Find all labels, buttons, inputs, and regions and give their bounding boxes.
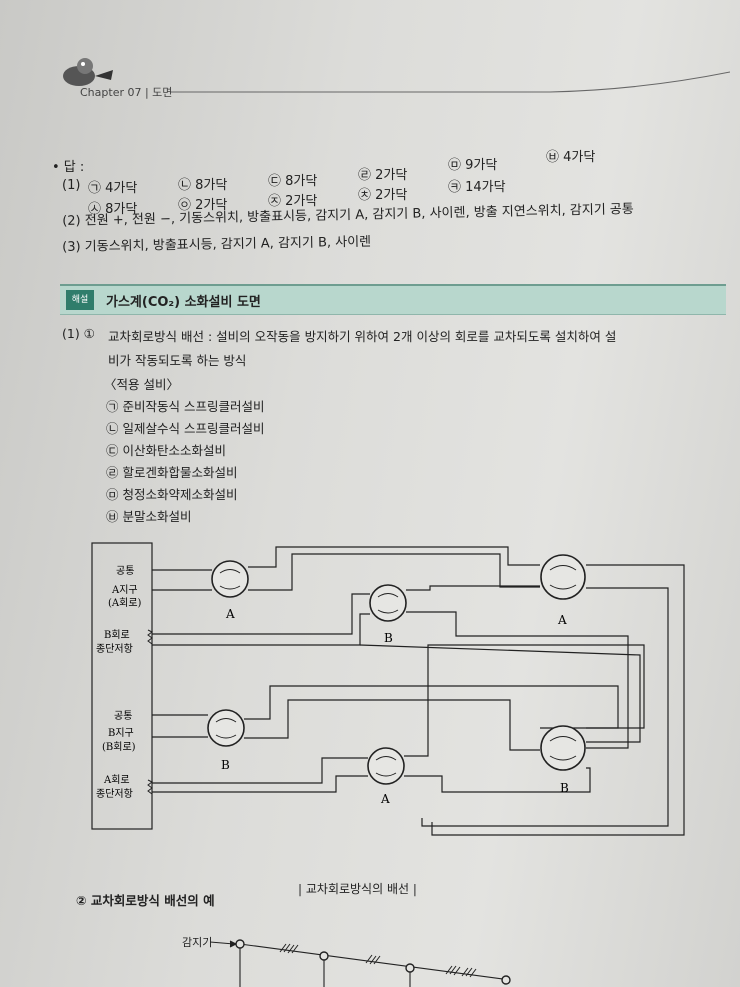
apply-item: ㉥ 분말소화설비 <box>106 509 192 524</box>
answer-item: ㉪ 14가닥 <box>448 180 506 195</box>
node-icon <box>319 951 329 961</box>
label-a-circuit-2: A회로 <box>103 774 130 786</box>
answer-item: ㉧ 2가닥 <box>178 198 228 213</box>
item1-line1: 교차회로방식 배선 : 설비의 오작동을 방지하기 위하여 2개 이상의 회로를… <box>108 329 617 344</box>
item1-prefix: (1) ① <box>62 326 95 341</box>
answer-label: • 답 : <box>52 160 85 175</box>
label-end-resistor: 종단저항 <box>96 643 133 655</box>
apply-item: ㉤ 청정소화약제소화설비 <box>106 487 238 502</box>
label-common-1: 공통 <box>116 565 134 577</box>
node-icon <box>405 963 415 973</box>
label-b-zone: B지구 <box>108 727 134 739</box>
end-resistor-icon <box>147 779 153 795</box>
answer-line3: (3) 기동스위치, 방출표시등, 감지기 A, 감지기 B, 사이렌 <box>62 234 372 255</box>
end-resistor-icon <box>147 629 153 645</box>
mascot-icon <box>63 58 113 86</box>
section-badge: 해설 <box>66 290 94 310</box>
cross-circuit-diagram: A B A B A B 공통 A지구 (A회로) B회로 종단저항 공통 B지구… <box>91 542 685 836</box>
detector-label: A <box>380 792 390 806</box>
terminal-box <box>91 542 153 830</box>
apply-item: ㉠ 준비작동식 스프링클러설비 <box>106 399 265 414</box>
item1-line2: 비가 작동되도록 하는 방식 <box>108 353 247 368</box>
apply-item: ㉡ 일제살수식 스프링클러설비 <box>106 421 265 436</box>
label-end-resistor-2: 종단저항 <box>96 788 133 800</box>
detector-label: B <box>221 758 230 772</box>
label-b-circuit: B회로 <box>104 629 130 641</box>
chapter-header: Chapter 07 | 도면 <box>80 86 173 99</box>
detector-label: B <box>560 781 569 795</box>
answer-item: ㉥ 4가닥 <box>546 150 596 165</box>
apply-item: ㉣ 할로겐화합물소화설비 <box>106 465 238 480</box>
label-b-circuit-2: (B회로) <box>102 741 136 753</box>
diagram-caption: | 교차회로방식의 배선 | <box>298 882 417 896</box>
answer-item: ㉡ 8가닥 <box>178 178 228 193</box>
label-a-zone: A지구 <box>111 584 138 596</box>
section-title: 가스계(CO₂) 소화설비 도면 <box>106 295 261 310</box>
answer-item: ㉨ 2가닥 <box>268 194 318 209</box>
answer-item: ㉣ 2가닥 <box>358 168 408 183</box>
answer-row1-prefix: (1) <box>62 178 81 193</box>
apply-item: ㉢ 이산화탄소소화설비 <box>106 443 226 458</box>
item2-title: ② 교차회로방식 배선의 예 <box>76 893 215 908</box>
detector-label: B <box>384 631 393 645</box>
answer-item: ㉤ 9가닥 <box>448 158 498 173</box>
detector-example-line <box>210 939 511 987</box>
label-a-circuit: (A회로) <box>108 597 142 609</box>
apply-title: 〈적용 설비〉 <box>104 377 179 392</box>
header-rule <box>170 71 730 93</box>
answer-item: ㉠ 4가닥 <box>88 181 138 196</box>
answer-item: ㉩ 2가닥 <box>358 188 408 203</box>
section-header: 해설 가스계(CO₂) 소화설비 도면 <box>60 284 726 315</box>
detector-label: A <box>225 607 235 621</box>
detector-icon <box>540 554 586 600</box>
answer-item: ㉢ 8가닥 <box>268 174 318 189</box>
detector-icon <box>540 725 586 771</box>
answer-item: ㉦ 8가닥 <box>88 202 138 217</box>
detector-icon <box>211 560 249 598</box>
detector-icon <box>369 584 407 622</box>
detector-example-label: 감지기 <box>182 936 213 949</box>
node-icon <box>501 975 511 985</box>
label-common-2: 공통 <box>114 710 132 722</box>
detector-icon <box>207 709 245 747</box>
detector-icon <box>367 747 405 785</box>
detector-label: A <box>557 613 567 627</box>
node-icon <box>235 939 245 949</box>
